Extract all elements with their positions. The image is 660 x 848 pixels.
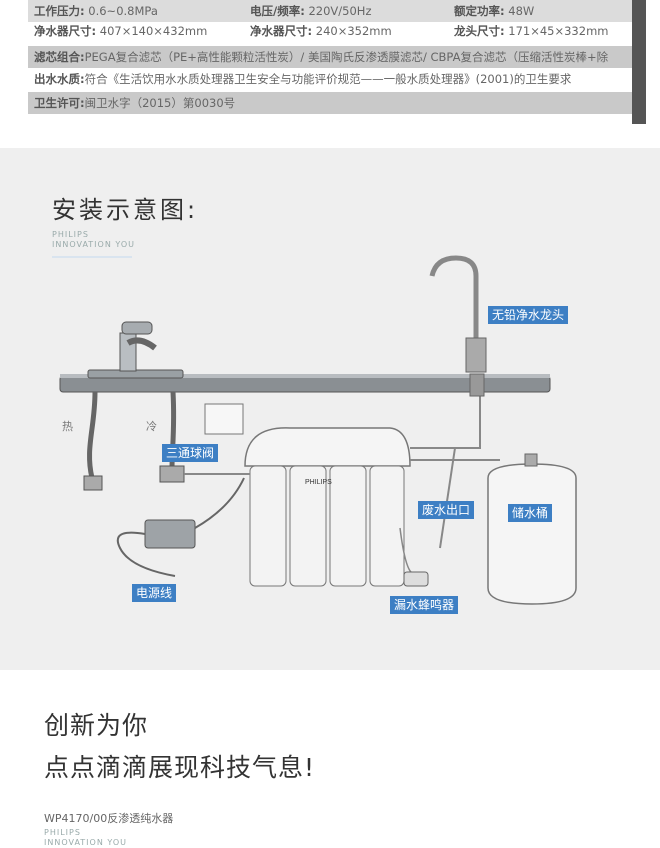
title-underline <box>52 256 132 258</box>
faucet-pipe <box>410 396 481 449</box>
spec-row-permit: 卫生许可:闽卫水字（2015）第0030号 <box>28 92 632 114</box>
waste-pipe <box>439 447 456 549</box>
spec-value: 48W <box>508 4 535 18</box>
cold-hose <box>169 391 177 469</box>
power-adapter-icon <box>116 477 245 577</box>
spec-label: 滤芯组合: <box>34 50 85 64</box>
tee-valve <box>159 465 185 483</box>
tag-waste: 废水出口 <box>418 501 475 519</box>
kitchen-faucet-icon <box>87 321 184 379</box>
spec-value: PEGA复合滤芯（PE+高性能颗粒活性炭）/ 美国陶氏反渗透膜滤芯/ CBPA复… <box>84 50 609 64</box>
spec-value: 闽卫水字（2015）第0030号 <box>84 96 236 110</box>
spec-row-outlet: 出水水质:符合《生活饮用水水质处理器卫生安全与功能评价规范——一般水质处理器》(… <box>28 68 632 90</box>
diagram-illustration: PHILIPS <box>59 255 577 605</box>
hot-label: 热 <box>62 420 73 433</box>
spec-value: 407×140×432mm <box>99 24 208 38</box>
footer-brand: PHILIPS INNOVATION YOU <box>44 828 127 848</box>
footer-brand-line-1: PHILIPS <box>44 828 81 837</box>
side-bar <box>632 0 646 124</box>
slogan-line-2: 点点滴滴展现科技气息! <box>44 753 316 782</box>
spec-value: 220V/50Hz <box>308 4 372 18</box>
spec-table: 工作压力: 0.6~0.8MPa 电压/频率: 220V/50Hz 额定功率: … <box>0 0 660 124</box>
model-name: WP4170/00反渗透纯水器 <box>44 812 174 825</box>
unit-logo: PHILIPS <box>305 479 332 486</box>
spec-value: 171×45×332mm <box>508 24 609 38</box>
tag-valve: 三通球阀 <box>162 444 219 462</box>
spec-value: 0.6~0.8MPa <box>88 4 158 18</box>
tag-tank: 储水桶 <box>508 504 553 522</box>
spec-row-filter: 滤芯组合:PEGA复合滤芯（PE+高性能颗粒活性炭）/ 美国陶氏反渗透膜滤芯/ … <box>28 46 632 68</box>
spec-label: 净水器尺寸: <box>250 24 313 38</box>
spec-row-1: 工作压力: 0.6~0.8MPa 电压/频率: 220V/50Hz 额定功率: … <box>28 0 632 22</box>
leak-buzzer-icon <box>399 527 429 587</box>
ro-faucet-icon <box>429 255 487 397</box>
cold-label: 冷 <box>146 420 157 433</box>
tag-faucet: 无铅净水龙头 <box>488 306 569 324</box>
brand-line-1: PHILIPS <box>52 230 89 239</box>
tag-power: 电源线 <box>132 584 177 602</box>
spec-label: 额定功率: <box>454 4 505 18</box>
spec-value: 符合《生活饮用水水质处理器卫生安全与功能评价规范——一般水质处理器》(2001)… <box>84 72 572 86</box>
hot-hose <box>87 391 98 479</box>
spec-label: 工作压力: <box>34 4 85 18</box>
spec-row-2: 净水器尺寸: 407×140×432mm 净水器尺寸: 240×352mm 龙头… <box>28 20 632 42</box>
installation-diagram: 安装示意图: PHILIPS INNOVATION YOU <box>0 148 660 670</box>
spec-label: 龙头尺寸: <box>454 24 505 38</box>
spec-label: 出水水质: <box>34 72 85 86</box>
spec-value: 240×352mm <box>315 24 392 38</box>
storage-tank-icon <box>487 453 577 605</box>
brand-line-2: INNOVATION YOU <box>52 240 135 249</box>
hot-valve <box>83 475 103 491</box>
spec-label: 净水器尺寸: <box>34 24 97 38</box>
brand-text: PHILIPS INNOVATION YOU <box>52 230 135 250</box>
wall-socket-icon <box>204 403 244 435</box>
tag-buzzer: 漏水蜂鸣器 <box>390 596 459 614</box>
spec-label: 卫生许可: <box>34 96 85 110</box>
slogan-line-1: 创新为你 <box>44 711 149 740</box>
spec-label: 电压/频率: <box>250 4 305 18</box>
diagram-title: 安装示意图: <box>52 196 199 224</box>
purifier-unit <box>244 427 411 587</box>
footer-brand-line-2: INNOVATION YOU <box>44 838 127 847</box>
countertop-edge <box>60 374 550 378</box>
